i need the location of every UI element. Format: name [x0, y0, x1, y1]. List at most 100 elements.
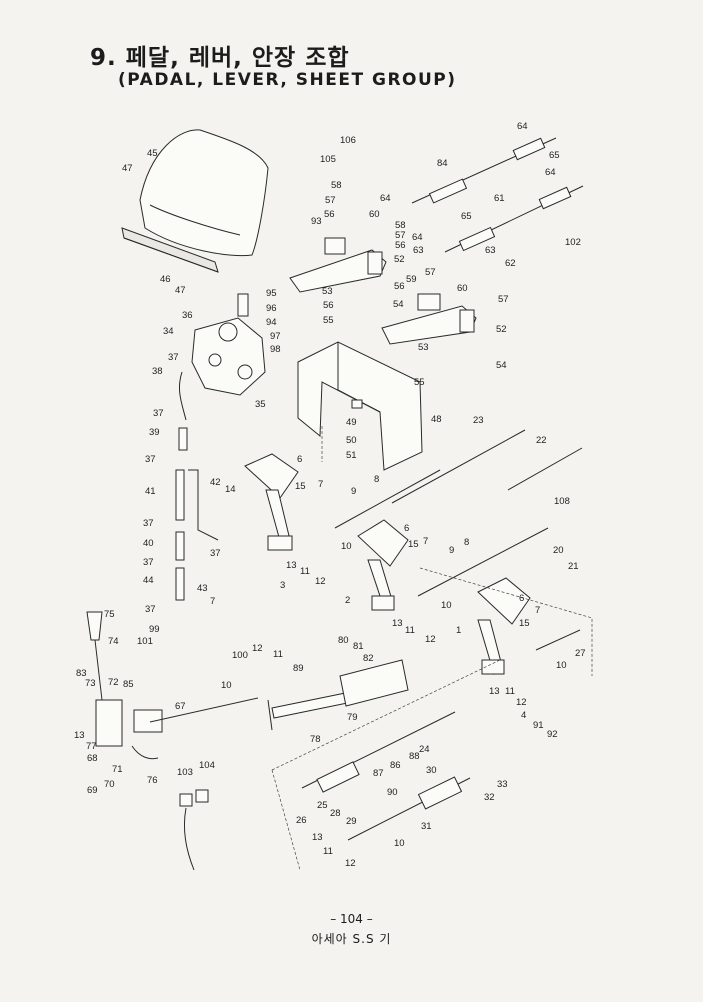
seat-assembly	[121, 129, 269, 273]
part-label: 86	[390, 760, 401, 771]
hand-throttle-lever	[86, 611, 259, 760]
part-label: 12	[345, 858, 356, 869]
part-label: 65	[549, 150, 560, 161]
hand-lever-52-lower	[381, 293, 477, 345]
part-label: 97	[270, 331, 281, 342]
part-label: 94	[266, 317, 277, 328]
part-label: 10	[394, 838, 405, 849]
part-label: 67	[175, 701, 186, 712]
part-label: 101	[137, 636, 153, 647]
part-label: 37	[143, 518, 154, 529]
part-label: 47	[175, 285, 186, 296]
control-cables	[391, 137, 584, 504]
part-label: 12	[252, 643, 263, 654]
part-label: 13	[286, 560, 297, 571]
part-label: 57	[498, 294, 509, 305]
part-label: 6	[404, 523, 409, 534]
part-label: 23	[473, 415, 484, 426]
part-label: 40	[143, 538, 154, 549]
pedal-upper	[244, 453, 299, 551]
part-label: 12	[516, 697, 527, 708]
part-label: 48	[431, 414, 442, 425]
part-label: 10	[221, 680, 232, 691]
part-label: 64	[545, 167, 556, 178]
part-label: 88	[409, 751, 420, 762]
part-label: 87	[373, 768, 384, 779]
part-label: 26	[296, 815, 307, 826]
part-label: 7	[318, 479, 323, 490]
part-label: 64	[517, 121, 528, 132]
part-label: 6	[519, 593, 524, 604]
part-label: 9	[449, 545, 454, 556]
part-label: 24	[419, 744, 430, 755]
part-label: 76	[147, 775, 158, 786]
part-label: 93	[311, 216, 322, 227]
part-label: 39	[149, 427, 160, 438]
part-label: 45	[147, 148, 158, 159]
part-label: 64	[412, 232, 423, 243]
part-label: 8	[464, 537, 469, 548]
part-label: 90	[387, 787, 398, 798]
part-label: 75	[104, 609, 115, 620]
part-label: 63	[413, 245, 424, 256]
part-label: 3	[280, 580, 285, 591]
part-label: 84	[437, 158, 448, 169]
part-label: 60	[457, 283, 468, 294]
pedal-shafts	[334, 469, 581, 651]
part-label: 37	[145, 604, 156, 615]
part-label: 25	[317, 800, 328, 811]
pedal-bracket-housing	[297, 341, 423, 471]
part-label: 85	[123, 679, 134, 690]
part-label: 80	[338, 635, 349, 646]
part-label: 35	[255, 399, 266, 410]
part-label: 100	[232, 650, 248, 661]
part-label: 8	[374, 474, 379, 485]
part-label: 10	[341, 541, 352, 552]
part-label: 108	[554, 496, 570, 507]
part-label: 58	[331, 180, 342, 191]
part-label: 63	[485, 245, 496, 256]
bottom-cylinder-assembly	[179, 711, 471, 871]
part-label: 44	[143, 575, 154, 586]
part-label: 36	[182, 310, 193, 321]
page-footer: 아세아 S.S 기	[311, 932, 392, 946]
part-label: 1	[456, 625, 461, 636]
part-label: 91	[533, 720, 544, 731]
part-label: 92	[547, 729, 558, 740]
part-label: 9	[351, 486, 356, 497]
part-label: 71	[112, 764, 123, 775]
part-label: 52	[496, 324, 507, 335]
part-label: 33	[497, 779, 508, 790]
part-label: 52	[394, 254, 405, 265]
part-label: 56	[395, 240, 406, 251]
part-label: 72	[108, 677, 119, 688]
part-label: 14	[225, 484, 236, 495]
part-label: 34	[163, 326, 174, 337]
part-label: 31	[421, 821, 432, 832]
part-label: 96	[266, 303, 277, 314]
linkage-rods	[175, 371, 219, 601]
part-label: 7	[210, 596, 215, 607]
part-label: 89	[293, 663, 304, 674]
part-label: 81	[353, 641, 364, 652]
part-label: 11	[300, 566, 310, 577]
part-label: 69	[87, 785, 98, 796]
part-label: 15	[408, 539, 419, 550]
part-label: 46	[160, 274, 171, 285]
part-label: 105	[320, 154, 336, 165]
part-label: 56	[324, 209, 335, 220]
part-label: 42	[210, 477, 221, 488]
part-label: 106	[340, 135, 356, 146]
part-label: 4	[521, 710, 526, 721]
part-label: 43	[197, 583, 208, 594]
hand-lever-52-upper	[289, 237, 387, 293]
part-label: 59	[406, 274, 417, 285]
part-label: 27	[575, 648, 586, 659]
part-label: 65	[461, 211, 472, 222]
part-label: 57	[395, 230, 406, 241]
part-label: 28	[330, 808, 341, 819]
part-label: 74	[108, 636, 119, 647]
part-label: 54	[393, 299, 404, 310]
